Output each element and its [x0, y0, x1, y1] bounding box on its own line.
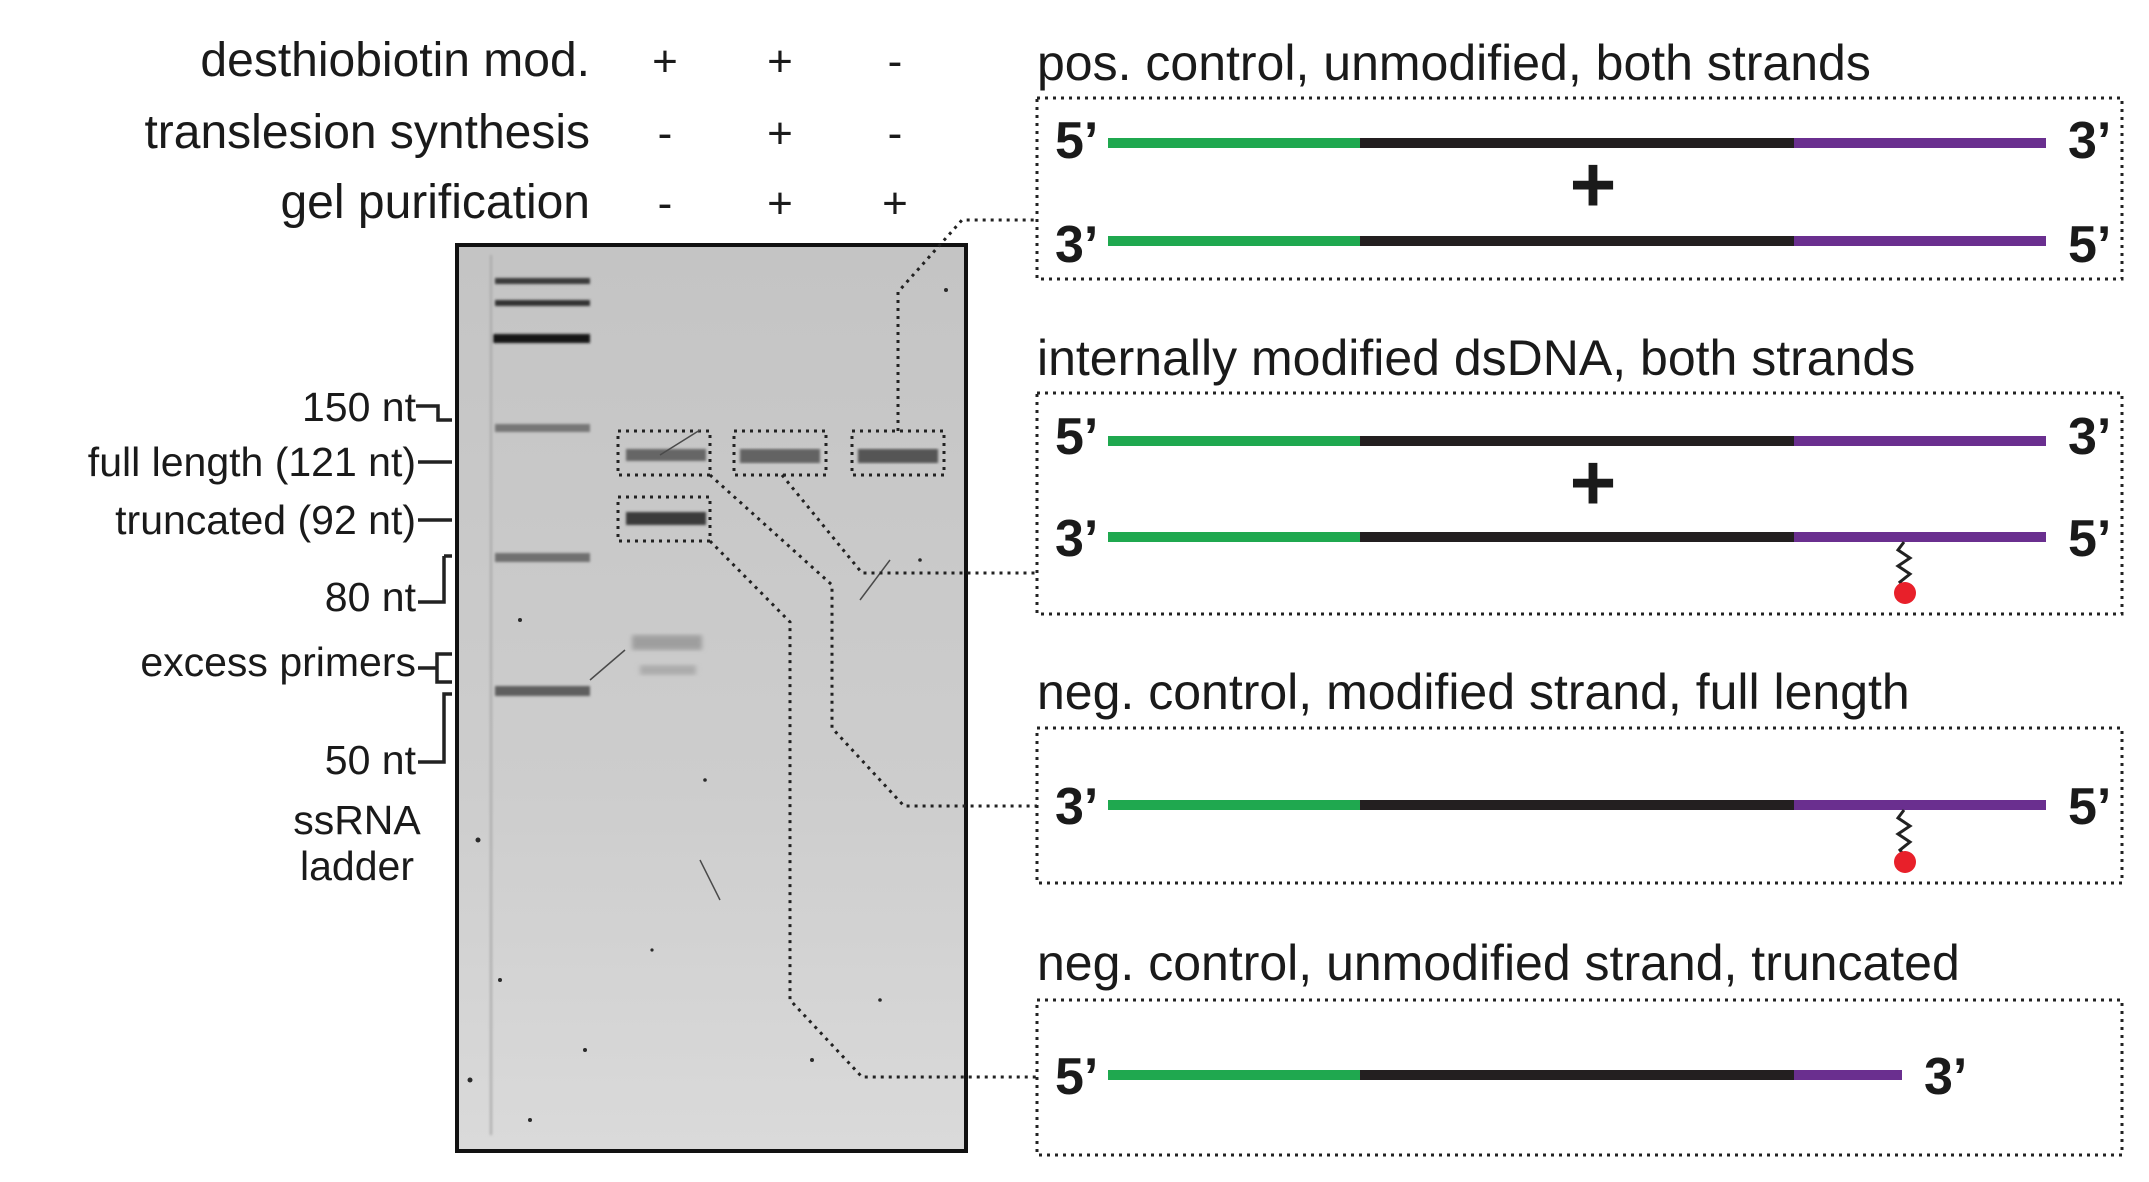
panel-4-title: neg. control, unmodified strand, truncat… [1037, 935, 1960, 991]
desthiobiotin-marker [1894, 851, 1916, 873]
connector-panel-1 [896, 218, 1037, 431]
row-label-gel-purification: gel purification [280, 176, 590, 229]
sign-r2-l3: - [888, 109, 903, 158]
strand-top-purple [1794, 138, 2046, 148]
band-box-lane3-full [850, 429, 946, 477]
panel-3-left: 3’ [1055, 778, 1098, 836]
panel-neg-unmodified-truncated: neg. control, unmodified strand, truncat… [1035, 935, 2124, 1157]
panel-internally-modified: internally modified dsDNA, both strands … [1035, 330, 2124, 616]
label-full-length: full length (121 nt) [88, 439, 416, 485]
panel-2-box [1035, 391, 2124, 616]
panel-1-bottom-left: 3’ [1055, 216, 1098, 274]
strand-bottom-purple [1794, 532, 2046, 542]
row-label-desthiobiotin: desthiobiotin mod. [200, 34, 590, 87]
sign-r1-l2: + [767, 37, 793, 86]
strand-top-green [1108, 138, 1360, 148]
linker-squiggle [1895, 541, 1913, 591]
band-box-lane1-truncated [616, 495, 712, 543]
panel-1-top-right: 3’ [2068, 112, 2111, 170]
strand-bottom-green [1108, 532, 1360, 542]
lane-3 [858, 449, 938, 463]
strand-purple [1794, 800, 2046, 810]
strand-top-black [1360, 436, 1794, 446]
condition-header: desthiobiotin mod. translesion synthesis… [144, 34, 907, 229]
sign-r2-l2: + [767, 109, 793, 158]
label-ladder-line2: ladder [300, 843, 414, 889]
connectors [708, 218, 1037, 1079]
connector-panel-2 [780, 474, 1037, 575]
panel-1-top-left: 5’ [1055, 112, 1098, 170]
connector-panel-3 [708, 473, 1037, 808]
strand-bottom-black [1360, 236, 1794, 246]
gel-labels: 150 nt full length (121 nt) truncated (9… [88, 384, 452, 889]
panel-2-top-left: 5’ [1055, 408, 1098, 466]
lane-2 [740, 449, 820, 463]
row-label-translesion: translesion synthesis [144, 106, 590, 159]
panel-1-title: pos. control, unmodified, both strands [1037, 35, 1871, 91]
gel-image [455, 243, 968, 1153]
strand-bottom-black [1360, 532, 1794, 542]
label-150nt: 150 nt [302, 384, 417, 430]
strand-green [1108, 1070, 1360, 1080]
linker-squiggle [1895, 809, 1913, 859]
panel-1-bottom-right: 5’ [2068, 216, 2111, 274]
panel-neg-modified-full: neg. control, modified strand, full leng… [1035, 664, 2124, 885]
panel-2-plus: + [1570, 438, 1617, 527]
panel-1-plus: + [1570, 140, 1617, 229]
strand-top-purple [1794, 436, 2046, 446]
panel-4-box [1035, 998, 2124, 1157]
strand-black [1360, 1070, 1794, 1080]
label-truncated: truncated (92 nt) [115, 497, 416, 543]
desthiobiotin-marker [1894, 582, 1916, 604]
sign-r1-l3: - [888, 37, 903, 86]
panel-2-title: internally modified dsDNA, both strands [1037, 330, 1915, 386]
panel-3-right: 5’ [2068, 778, 2111, 836]
band-box-lane1-full [616, 429, 712, 477]
panel-2-top-right: 3’ [2068, 408, 2111, 466]
strand-bottom-purple [1794, 236, 2046, 246]
strand-top-green [1108, 436, 1360, 446]
ladder-lane [490, 255, 590, 1135]
sign-r2-l1: - [658, 109, 673, 158]
sign-r3-l3: + [882, 179, 908, 228]
panel-4-left: 5’ [1055, 1048, 1098, 1106]
panel-pos-control: pos. control, unmodified, both strands 5… [1035, 35, 2124, 281]
panel-1-box [1035, 96, 2124, 281]
panel-4-right: 3’ [1924, 1048, 1967, 1106]
panel-3-title: neg. control, modified strand, full leng… [1037, 664, 1910, 720]
strand-green [1108, 800, 1360, 810]
band-box-lane2-full [732, 429, 828, 477]
label-50nt: 50 nt [325, 737, 417, 783]
panel-2-bottom-right: 5’ [2068, 510, 2111, 568]
sign-r3-l1: - [658, 179, 673, 228]
strand-bottom-green [1108, 236, 1360, 246]
lane-1 [626, 449, 706, 675]
sign-r1-l1: + [652, 37, 678, 86]
sign-r3-l2: + [767, 179, 793, 228]
panel-2-bottom-left: 3’ [1055, 510, 1098, 568]
strand-top-black [1360, 138, 1794, 148]
strand-purple [1794, 1070, 1902, 1080]
panel-3-box [1035, 726, 2124, 885]
label-ladder-line1: ssRNA [293, 797, 421, 843]
gel-scratches [589, 429, 891, 901]
label-excess-primers: excess primers [140, 639, 416, 685]
gel-specks [467, 288, 948, 1122]
label-80nt: 80 nt [325, 574, 417, 620]
strand-black [1360, 800, 1794, 810]
